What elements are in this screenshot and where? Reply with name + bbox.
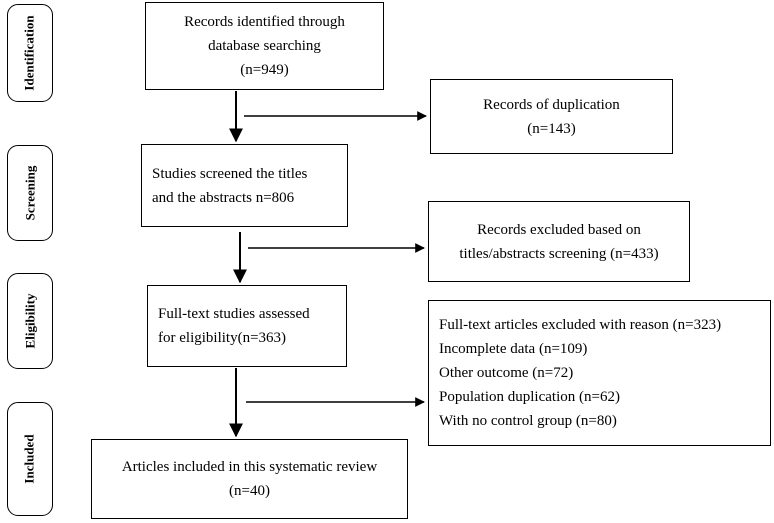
excluded-reason-other-outcome: Other outcome (n=72)	[439, 365, 574, 381]
fulltext-assessed-line2: for eligibility(n=363)	[158, 330, 287, 346]
screened-line1: Studies screened the titles	[152, 165, 308, 182]
included-line1: Articles included in this systematic rev…	[121, 459, 378, 475]
excluded-fulltext-box: Full-text articles excluded with reason …	[428, 300, 771, 446]
phase-screening: Screening	[7, 145, 53, 241]
records-identified-box: Records identified through database sear…	[145, 2, 384, 90]
records-identified-count: (n=949)	[240, 62, 289, 78]
excluded-screening-line2: titles/abstracts screening (n=433)	[459, 245, 659, 262]
records-identified-line2: database searching	[208, 38, 321, 54]
excluded-screening-line1: Records excluded based on	[477, 221, 641, 238]
excluded-reason-no-control: With no control group (n=80)	[439, 413, 617, 429]
excluded-reason-population-duplication: Population duplication (n=62)	[439, 389, 620, 405]
phase-included: Included	[7, 402, 53, 516]
fulltext-assessed-box: Full-text studies assessed for eligibili…	[147, 285, 347, 367]
excluded-fulltext-header: Full-text articles excluded with reason …	[439, 317, 722, 333]
phase-identification: Identification	[7, 4, 53, 102]
excluded-reason-incomplete: Incomplete data (n=109)	[439, 341, 588, 357]
duplication-count: (n=143)	[527, 120, 576, 137]
excluded-screening-box: Records excluded based on titles/abstrac…	[428, 201, 690, 282]
included-count: (n=40)	[229, 483, 270, 499]
phase-eligibility: Eligibility	[7, 273, 53, 369]
included-box: Articles included in this systematic rev…	[91, 439, 408, 519]
duplication-box: Records of duplication (n=143)	[430, 79, 673, 154]
fulltext-assessed-line1: Full-text studies assessed	[158, 306, 310, 322]
screened-line2: and the abstracts n=806	[152, 189, 295, 206]
screened-box: Studies screened the titles and the abst…	[141, 144, 348, 227]
records-identified-line1: Records identified through	[184, 14, 345, 30]
duplication-label: Records of duplication	[483, 96, 620, 113]
